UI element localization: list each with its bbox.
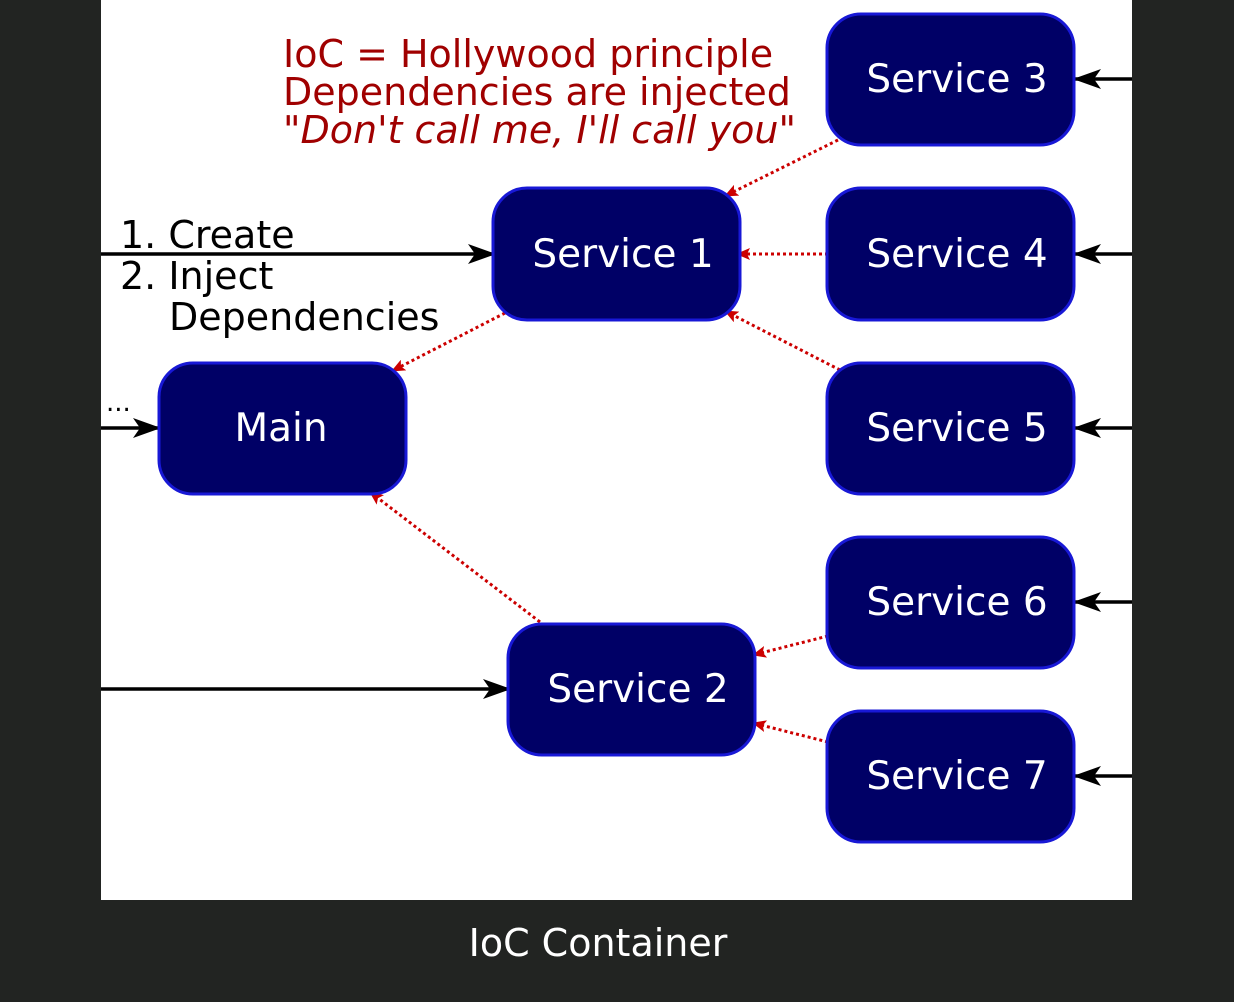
node-service7: Service 7: [825, 709, 1076, 844]
ioc-note: IoC = Hollywood principle Dependencies a…: [283, 32, 796, 152]
step-inject-dependencies: Dependencies: [169, 295, 439, 339]
note-line2: Dependencies are injected: [283, 70, 791, 114]
node-main: Main: [157, 361, 408, 496]
note-line1: IoC = Hollywood principle: [283, 32, 773, 76]
ellipsis-label: ...: [106, 388, 131, 418]
node-service3-label: Service 3: [866, 57, 1047, 102]
note-quote: "Don't call me, I'll call you": [283, 108, 796, 152]
note-quote-open: ": [283, 108, 300, 152]
note-quote-close: ": [778, 108, 795, 152]
note-quote-italic: Don't call me, I'll call you: [300, 108, 778, 152]
step-create: 1. Create: [120, 213, 295, 257]
node-main-label: Main: [234, 406, 327, 451]
container-caption: IoC Container: [469, 921, 728, 965]
node-service3: Service 3: [825, 12, 1076, 147]
node-service4-label: Service 4: [866, 232, 1047, 277]
node-service1: Service 1: [491, 186, 742, 322]
node-service6-label: Service 6: [866, 580, 1047, 625]
node-service5-label: Service 5: [866, 406, 1047, 451]
node-service2-label: Service 2: [547, 667, 728, 712]
node-service7-label: Service 7: [866, 754, 1047, 799]
dependency-arrow-service6-to-service2: [752, 634, 829, 658]
node-service6: Service 6: [825, 535, 1076, 670]
step-inject: 2. Inject: [120, 254, 273, 298]
dependency-arrow-service7-to-service2: [752, 720, 829, 744]
node-service1-label: Service 1: [532, 232, 713, 277]
node-service2: Service 2: [506, 622, 757, 757]
steps-label: 1. Create 2. Inject Dependencies: [120, 213, 439, 339]
node-service4: Service 4: [825, 186, 1076, 322]
node-service5: Service 5: [825, 361, 1076, 496]
